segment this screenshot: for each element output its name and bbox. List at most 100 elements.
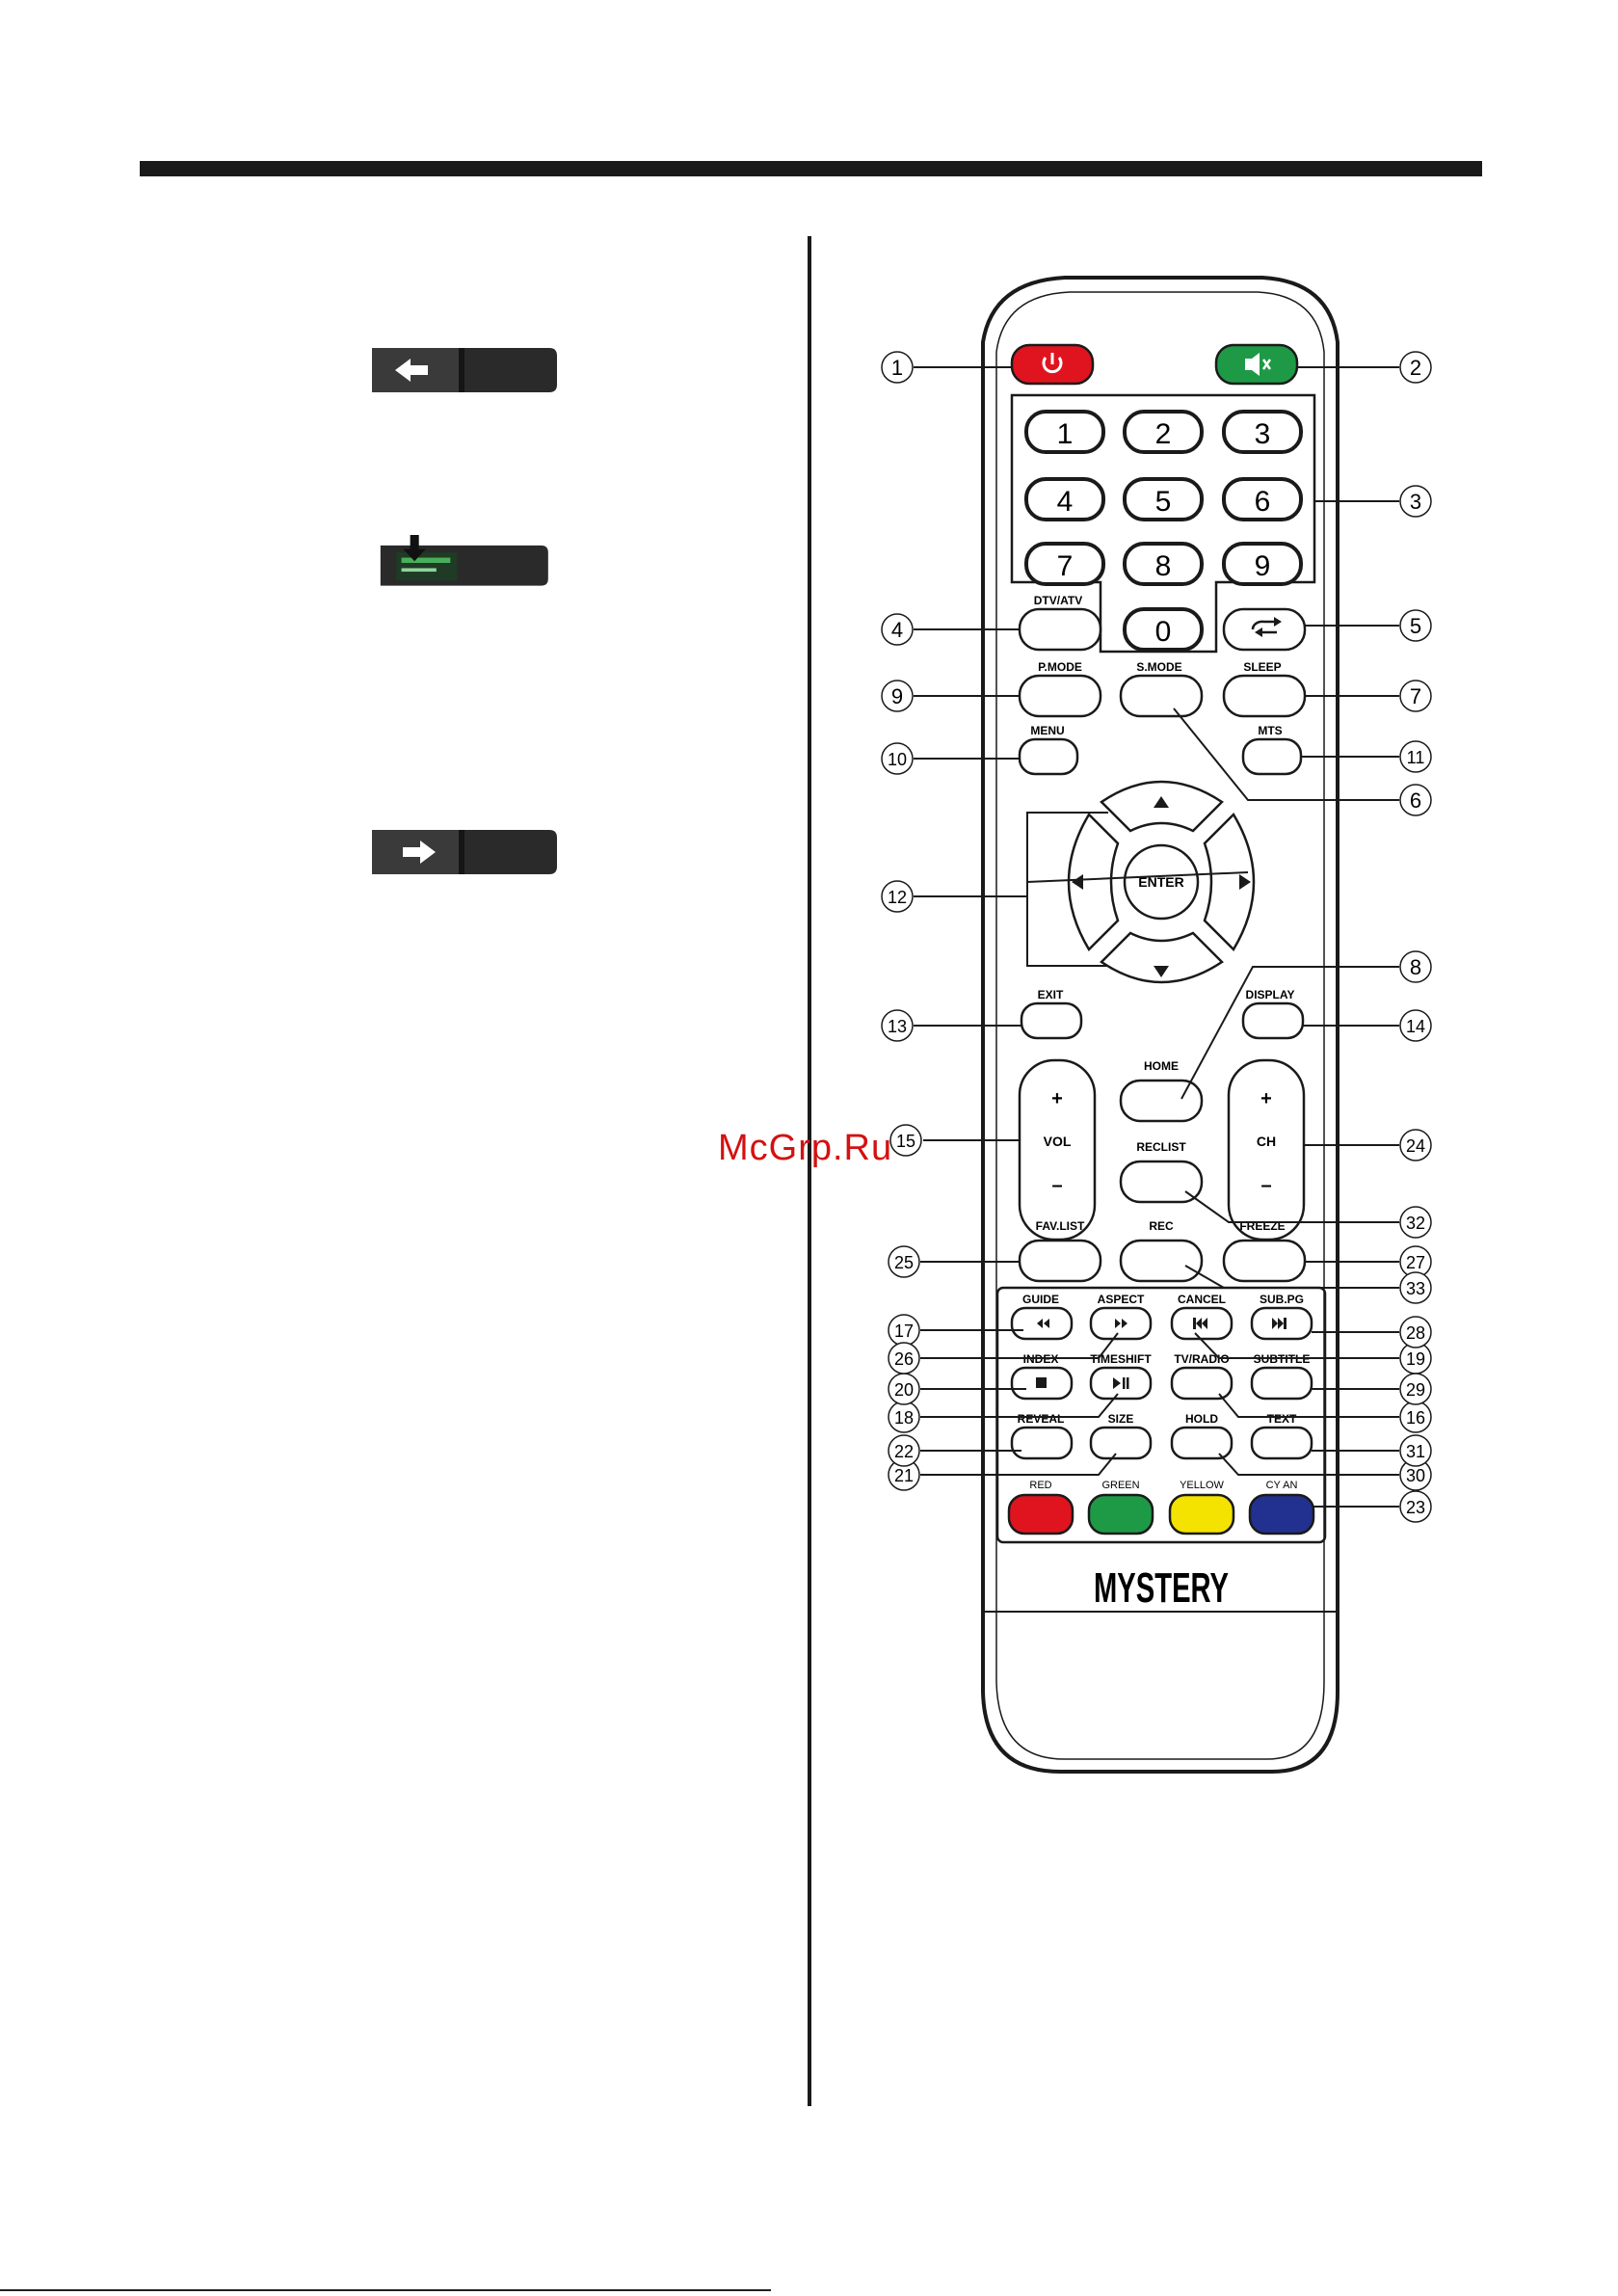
p-mode-label: P.MODE: [1038, 660, 1082, 674]
dtv-atv-button[interactable]: [1018, 607, 1102, 652]
display-button[interactable]: [1241, 1001, 1305, 1040]
callout-28: 28: [1399, 1316, 1432, 1348]
index-button[interactable]: [1010, 1366, 1074, 1401]
svg-text:21: 21: [894, 1466, 914, 1485]
fav-list-button[interactable]: [1018, 1239, 1102, 1283]
play-pause-icon: [1113, 1377, 1129, 1389]
digit-button-1[interactable]: 1: [1024, 410, 1105, 454]
p-mode-button[interactable]: [1018, 674, 1102, 718]
text-label: TEXT: [1267, 1412, 1297, 1426]
dpad: ENTER: [1067, 780, 1256, 984]
digit-button-6[interactable]: 6: [1222, 477, 1303, 521]
callout-23: 23: [1399, 1490, 1432, 1523]
dpad-right-button[interactable]: [1203, 812, 1256, 952]
cancel-button[interactable]: [1170, 1306, 1233, 1341]
svg-text:19: 19: [1406, 1349, 1425, 1369]
callout-30: 30: [1399, 1458, 1432, 1491]
next-icon: [1272, 1318, 1286, 1329]
text-button[interactable]: [1250, 1426, 1313, 1460]
volume-rocker[interactable]: [1018, 1058, 1097, 1241]
dpad-down-button[interactable]: [1100, 931, 1224, 984]
power-icon: [1042, 353, 1063, 374]
mute-button[interactable]: [1214, 343, 1299, 386]
digit-button-8[interactable]: 8: [1123, 542, 1204, 586]
subtitle-button[interactable]: [1250, 1366, 1313, 1401]
ch-label: CH: [1257, 1134, 1276, 1149]
size-button[interactable]: [1089, 1426, 1153, 1460]
svg-text:23: 23: [1406, 1498, 1425, 1517]
recall-button[interactable]: [1222, 607, 1307, 652]
digit-label: 7: [1057, 550, 1074, 582]
digit-button-7[interactable]: 7: [1024, 542, 1105, 586]
tv-radio-button[interactable]: [1170, 1366, 1233, 1401]
digit-label: 3: [1255, 418, 1271, 450]
svg-text:8: 8: [1410, 955, 1421, 979]
digit-label: 5: [1155, 486, 1172, 518]
callout-1: 1: [881, 351, 914, 384]
digit-button-4[interactable]: 4: [1024, 477, 1105, 521]
svg-text:16: 16: [1406, 1408, 1425, 1428]
digit-button-2[interactable]: 2: [1123, 410, 1204, 454]
digit-label: 2: [1155, 418, 1172, 450]
reclist-label: RECLIST: [1136, 1140, 1186, 1154]
home-button[interactable]: [1119, 1079, 1204, 1123]
rec-button[interactable]: [1119, 1239, 1204, 1283]
volume-up-label: +: [1051, 1088, 1063, 1109]
watermark: McGrp.Ru: [718, 1128, 893, 1168]
callout-14: 14: [1399, 1009, 1432, 1042]
arrow-right-icon: [403, 841, 436, 864]
svg-text:11: 11: [1407, 748, 1425, 767]
brand-logo: MYSTERY: [1094, 1564, 1229, 1612]
channel-rocker[interactable]: [1227, 1058, 1306, 1241]
svg-text:14: 14: [1406, 1017, 1425, 1036]
callout-3: 3: [1399, 485, 1432, 518]
remote-body: [981, 276, 1339, 1774]
function-panel-frame: [995, 1286, 1327, 1544]
reveal-button[interactable]: [1010, 1426, 1074, 1460]
svg-text:26: 26: [894, 1349, 914, 1369]
svg-text:24: 24: [1406, 1136, 1425, 1156]
digit-button-3[interactable]: 3: [1222, 410, 1303, 454]
green-button[interactable]: [1087, 1493, 1154, 1535]
reclist-button[interactable]: [1119, 1160, 1204, 1204]
yellow-button[interactable]: [1168, 1493, 1235, 1535]
svg-text:29: 29: [1406, 1380, 1425, 1400]
size-label: SIZE: [1108, 1412, 1134, 1426]
digit-button-9[interactable]: 9: [1222, 542, 1303, 586]
svg-text:32: 32: [1406, 1214, 1425, 1233]
svg-text:1: 1: [891, 356, 903, 380]
power-button[interactable]: [1010, 343, 1095, 386]
svg-text:10: 10: [888, 750, 907, 769]
exit-button[interactable]: [1020, 1001, 1083, 1040]
enter-button[interactable]: [1123, 843, 1200, 921]
digit-button-0[interactable]: 0: [1123, 607, 1204, 652]
callout-12: 12: [881, 880, 914, 913]
cyan-button[interactable]: [1248, 1493, 1315, 1535]
sub-pg-button[interactable]: [1250, 1306, 1313, 1341]
guide-button[interactable]: [1010, 1306, 1074, 1341]
svg-text:31: 31: [1406, 1442, 1425, 1461]
menu-button[interactable]: [1018, 737, 1079, 776]
battery-step-1: [366, 342, 559, 398]
aspect-button[interactable]: [1089, 1306, 1153, 1341]
timeshift-button[interactable]: [1089, 1366, 1153, 1401]
mts-button[interactable]: [1241, 737, 1303, 776]
svg-text:4: 4: [891, 618, 903, 642]
fav-list-label: FAV.LIST: [1036, 1219, 1085, 1233]
digit-button-5[interactable]: 5: [1123, 477, 1204, 521]
sleep-button[interactable]: [1222, 674, 1307, 718]
volume-down-label: –: [1051, 1175, 1062, 1196]
hold-button[interactable]: [1170, 1426, 1233, 1460]
callout-9: 9: [881, 680, 914, 712]
stop-icon: [1036, 1377, 1047, 1388]
s-mode-button[interactable]: [1119, 674, 1204, 718]
callout-15: 15: [889, 1124, 922, 1157]
dpad-left-button[interactable]: [1067, 812, 1120, 952]
left-arrow-icon: [1072, 874, 1083, 890]
right-arrow-icon: [1239, 874, 1251, 890]
red-button[interactable]: [1007, 1493, 1074, 1535]
freeze-button[interactable]: [1222, 1239, 1307, 1283]
channel-up-label: +: [1260, 1088, 1272, 1109]
sleep-label: SLEEP: [1243, 660, 1281, 674]
